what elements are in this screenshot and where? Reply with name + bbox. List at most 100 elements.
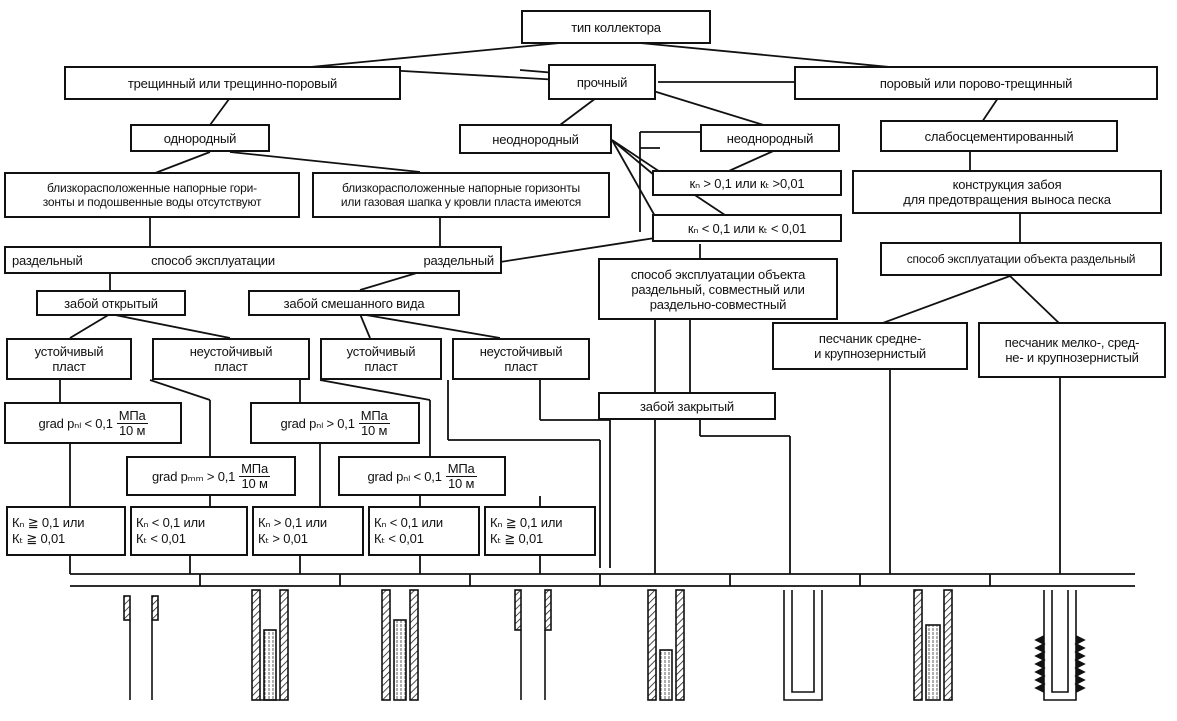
box-k-1-line2: Кₜ ≧ 0,01 xyxy=(12,531,66,546)
box-grad-4-expr: grad pₙₗ < 0,1 xyxy=(367,468,442,484)
box-object-separate: способ эксплуатации объекта раздельный xyxy=(880,242,1162,276)
box-no-horizons-line1: близкорасположенные напорные гори- xyxy=(47,181,257,195)
box-object-method-line2: раздельный, совместный или xyxy=(631,281,805,297)
box-fractured: трещинный или трещинно-поровый xyxy=(64,66,401,100)
box-sand-medium: песчаник средне- и крупнозернистый xyxy=(772,322,968,370)
box-collector-type: тип коллектора xyxy=(521,10,711,44)
box-sand-fine: песчаник мелко-, сред- не- и крупнозерни… xyxy=(978,322,1166,378)
box-grad-2-expr: grad pₙₗ > 0,1 xyxy=(280,415,355,431)
box-sand-fine-line2: не- и крупнозернистый xyxy=(1005,350,1139,365)
box-unstable-1-line1: неустойчивый xyxy=(189,344,273,359)
well-perforated-casing-icon xyxy=(783,590,823,701)
box-grad-1-expr: grad pₙₗ < 0,1 xyxy=(38,415,113,431)
well-gravel-pack-icon xyxy=(913,589,953,701)
box-stable-2: устойчивый пласт xyxy=(320,338,442,380)
box-stable-1-line1: устойчивый xyxy=(34,344,104,359)
box-closed-bottom: забой закрытый xyxy=(598,392,776,420)
box-k-3: Кₙ > 0,1 или Кₜ > 0,01 xyxy=(252,506,364,556)
box-has-horizons-line2: или газовая шапка у кровли пласта имеютс… xyxy=(340,195,582,209)
box-homogeneous-label: однородный xyxy=(163,130,237,146)
box-object-separate-label: способ эксплуатации объекта раздельный xyxy=(906,252,1136,266)
box-grad-2-unit-num: МПа xyxy=(358,407,390,424)
box-stable-1-line2: пласт xyxy=(52,359,86,374)
box-k-5-line2: Кₜ ≧ 0,01 xyxy=(490,531,544,546)
box-grad-3-unit-den: 10 м xyxy=(241,475,268,491)
box-unstable-1: неустойчивый пласт xyxy=(152,338,310,380)
box-open-bottom: забой открытый xyxy=(36,290,186,316)
box-sand-medium-line2: и крупнозернистый xyxy=(814,346,926,361)
box-k-1-line1: Кₙ ≧ 0,1 или xyxy=(12,515,85,530)
well-filter-icon xyxy=(1034,590,1086,701)
box-grad-1-unit-den: 10 м xyxy=(119,422,146,438)
well-open-bottom-icon xyxy=(123,595,159,700)
box-k-greater-label: кₙ > 0,1 или кₜ >0,01 xyxy=(689,175,805,191)
box-exploitation-method-label: способ эксплуатации xyxy=(151,252,275,268)
box-k-2-line1: Кₙ < 0,1 или xyxy=(136,515,205,530)
box-heterogeneous-2: неоднородный xyxy=(700,124,840,152)
box-k-2-line2: Кₜ < 0,01 xyxy=(136,531,186,546)
box-grad-2-unit-den: 10 м xyxy=(361,422,388,438)
box-separate-mid-label: раздельный xyxy=(423,252,494,268)
box-k-less: кₙ < 0,1 или кₜ < 0,01 xyxy=(652,214,842,242)
box-unstable-2: неустойчивый пласт xyxy=(452,338,590,380)
box-k-3-line2: Кₜ > 0,01 xyxy=(258,531,308,546)
well-gravel-pack-icon xyxy=(381,589,419,701)
box-weakly-cemented-label: слабосцементированный xyxy=(924,128,1074,144)
well-open-bottom-icon xyxy=(514,589,552,700)
box-k-less-label: кₙ < 0,1 или кₜ < 0,01 xyxy=(687,220,807,236)
box-bottom-design: конструкция забоя для предотвращения вын… xyxy=(852,170,1162,214)
box-grad-4-unit-den: 10 м xyxy=(448,475,475,491)
box-closed-bottom-label: забой закрытый xyxy=(640,398,734,414)
box-collector-type-label: тип коллектора xyxy=(571,19,661,35)
box-unstable-1-line2: пласт xyxy=(214,359,248,374)
box-unstable-2-line1: неустойчивый xyxy=(479,344,563,359)
box-weakly-cemented: слабосцементированный xyxy=(880,120,1118,152)
box-sand-medium-line1: песчаник средне- xyxy=(818,331,922,346)
box-open-bottom-label: забой открытый xyxy=(64,295,158,311)
box-heterogeneous-2-label: неоднородный xyxy=(726,130,814,146)
box-k-5: Кₙ ≧ 0,1 или Кₜ ≧ 0,01 xyxy=(484,506,596,556)
box-k-4-line2: Кₜ < 0,01 xyxy=(374,531,424,546)
box-strong-label: прочный xyxy=(576,74,628,90)
box-homogeneous: однородный xyxy=(130,124,270,152)
box-heterogeneous-1-label: неоднородный xyxy=(492,131,579,147)
box-object-method-line1: способ эксплуатации объекта xyxy=(630,266,806,282)
box-k-1: Кₙ ≧ 0,1 или Кₜ ≧ 0,01 xyxy=(6,506,126,556)
box-k-4: Кₙ < 0,1 или Кₜ < 0,01 xyxy=(368,506,480,556)
box-object-method-line3: раздельно-совместный xyxy=(649,296,787,312)
box-grad-1-unit-num: МПа xyxy=(116,407,148,424)
box-has-horizons: близкорасположенные напорные горизонты и… xyxy=(312,172,610,218)
box-k-5-line1: Кₙ ≧ 0,1 или xyxy=(490,515,563,530)
box-stable-1: устойчивый пласт xyxy=(6,338,132,380)
box-exploitation-row: раздельный способ эксплуатации раздельны… xyxy=(4,246,502,274)
box-grad-3-unit-num: МПа xyxy=(239,460,270,477)
box-bottom-design-line1: конструкция забоя xyxy=(952,177,1062,192)
box-heterogeneous-1: неоднородный xyxy=(459,124,612,154)
box-k-greater: кₙ > 0,1 или кₜ >0,01 xyxy=(652,170,842,196)
box-fractured-label: трещинный или трещинно-поровый xyxy=(127,75,338,91)
box-no-horizons: близкорасположенные напорные гори- зонты… xyxy=(4,172,300,218)
box-no-horizons-line2: зонты и подошвенные воды отсутствуют xyxy=(42,195,262,209)
box-object-method: способ эксплуатации объекта раздельный, … xyxy=(598,258,838,320)
box-porous-label: поровый или порово-трещинный xyxy=(879,75,1073,91)
box-stable-2-line2: пласт xyxy=(364,359,398,374)
well-filter-icon xyxy=(647,589,685,701)
box-sand-fine-line1: песчаник мелко-, сред- xyxy=(1004,335,1140,350)
box-stable-2-line1: устойчивый xyxy=(346,344,416,359)
box-porous: поровый или порово-трещинный xyxy=(794,66,1158,100)
box-has-horizons-line1: близкорасположенные напорные горизонты xyxy=(342,181,580,195)
box-mixed-bottom-label: забой смешанного вида xyxy=(283,295,425,311)
box-k-2: Кₙ < 0,1 или Кₜ < 0,01 xyxy=(130,506,248,556)
box-grad-3-expr: grad pₘₘ > 0,1 xyxy=(152,468,236,484)
box-strong: прочный xyxy=(548,64,656,100)
box-k-4-line1: Кₙ < 0,1 или xyxy=(374,515,443,530)
box-k-3-line1: Кₙ > 0,1 или xyxy=(258,515,327,530)
